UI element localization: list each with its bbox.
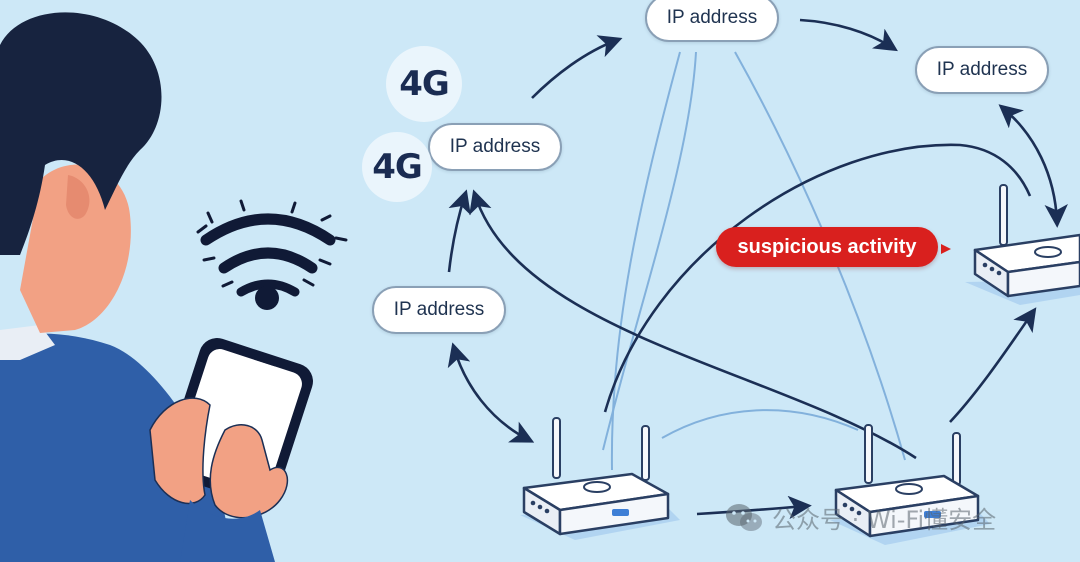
arrow-ip-right-to-router-right (998, 104, 1068, 228)
faint-connection-lines (602, 51, 906, 471)
ip-address-label-top-center: IP address (645, 0, 779, 42)
hands (149, 397, 289, 562)
badge-4g-top: 4G (386, 46, 462, 122)
arrow-router-middle-to-router-right (949, 307, 1037, 423)
arrow-ip-lower-to-router-left (447, 342, 535, 443)
router-right (965, 184, 1080, 305)
wechat-icon (726, 503, 762, 531)
wifi-signal-icon (196, 199, 348, 310)
watermark-text: 公众号 · Wi-Fi懂安全 (772, 506, 997, 534)
person (0, 12, 235, 562)
suspicious-activity-alert: suspicious activity (716, 227, 938, 267)
alert-pointer (941, 244, 951, 254)
arrow-router-left-to-router-right (603, 143, 1032, 413)
arrow-ip-lower-to-ip-mid (447, 189, 471, 273)
arrow-4g-to-ip-top (531, 35, 623, 99)
ip-address-label-mid-left: IP address (428, 123, 562, 171)
router-middle (830, 424, 990, 545)
arrow-ip-mid-to-router-middle (469, 189, 917, 460)
ip-address-label-lower-left: IP address (372, 286, 506, 334)
arrow-ip-top-to-ip-right (799, 18, 898, 52)
arrows (447, 18, 1068, 520)
watermark: 公众号 · Wi-Fi懂安全 (724, 500, 996, 535)
router-left (520, 417, 680, 540)
badge-4g-lower: 4G (362, 132, 432, 202)
ip-address-label-top-right: IP address (915, 46, 1049, 94)
